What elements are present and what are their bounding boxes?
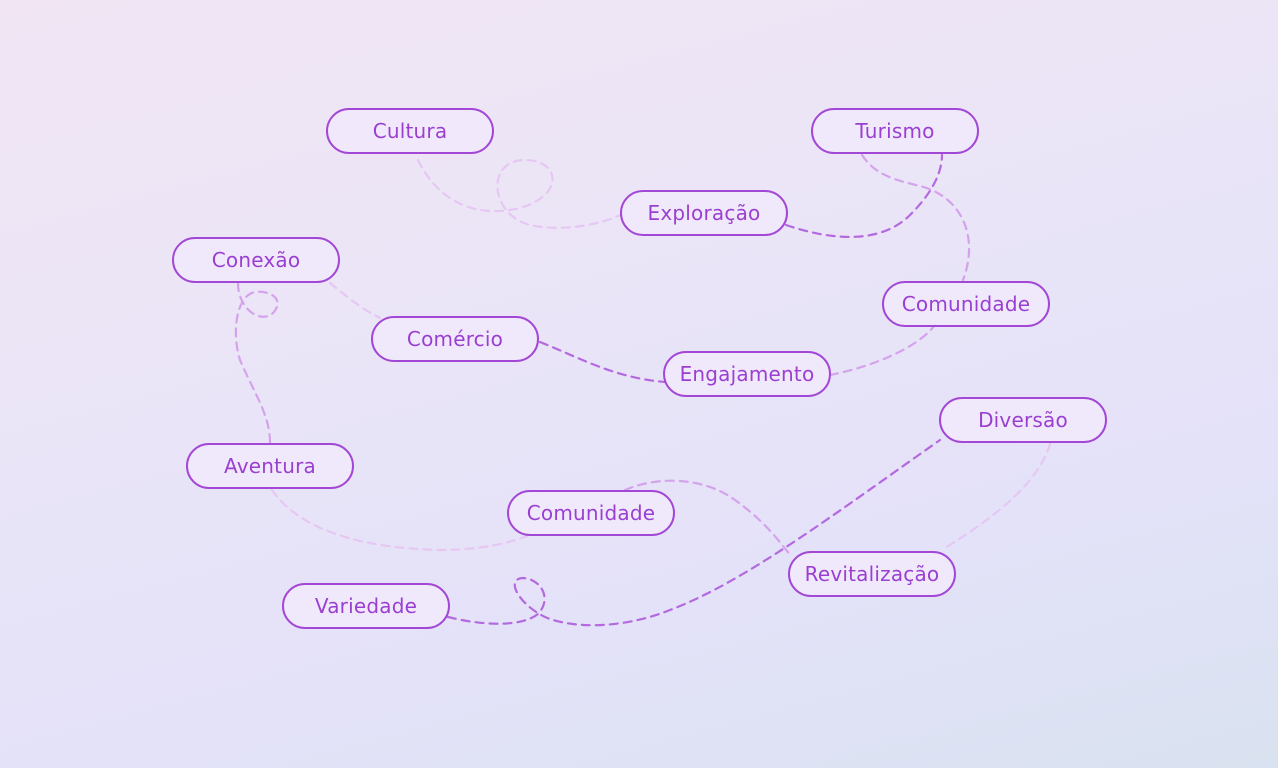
node-comercio[interactable]: Comércio [371, 316, 539, 362]
connector-variedade-diversao [446, 438, 942, 627]
node-label: Aventura [224, 454, 316, 478]
node-label: Comércio [406, 327, 504, 351]
node-diversao[interactable]: Diversão [939, 397, 1107, 443]
node-conexao[interactable]: Conexão [172, 237, 340, 283]
connector-aventura-comunidade [270, 488, 532, 552]
node-exploracao[interactable]: Exploração [620, 190, 788, 236]
node-turismo[interactable]: Turismo [811, 108, 979, 154]
connector-conexao-comercio [328, 281, 382, 320]
connector-comunidade-revitalizacao [623, 479, 792, 557]
node-label: Diversão [978, 408, 1068, 432]
node-cultura[interactable]: Cultura [326, 108, 494, 154]
node-label: Engajamento [679, 362, 815, 386]
connector-conexao-aventura [234, 281, 279, 445]
node-label: Revitalização [804, 562, 940, 586]
node-variedade[interactable]: Variedade [282, 583, 450, 629]
connector-turismo-comunidade [860, 153, 971, 282]
connector-cultura-exploracao [416, 158, 622, 229]
node-label: Variedade [314, 594, 418, 618]
connector-engajamento-comunidade [828, 323, 937, 377]
node-comunidade-bottom[interactable]: Comunidade [507, 490, 675, 536]
connector-exploracao-turismo [784, 153, 944, 238]
node-label: Turismo [855, 119, 935, 143]
node-revitalizacao[interactable]: Revitalização [788, 551, 956, 597]
node-comunidade-right[interactable]: Comunidade [882, 281, 1050, 327]
node-label: Exploração [647, 201, 761, 225]
node-label: Conexão [211, 248, 301, 272]
connector-comercio-engajamento [538, 340, 667, 384]
node-label: Comunidade [901, 292, 1031, 316]
node-label: Cultura [372, 119, 448, 143]
connector-diversao-revitalizacao [943, 442, 1052, 550]
node-label: Comunidade [526, 501, 656, 525]
node-aventura[interactable]: Aventura [186, 443, 354, 489]
node-engajamento[interactable]: Engajamento [663, 351, 831, 397]
